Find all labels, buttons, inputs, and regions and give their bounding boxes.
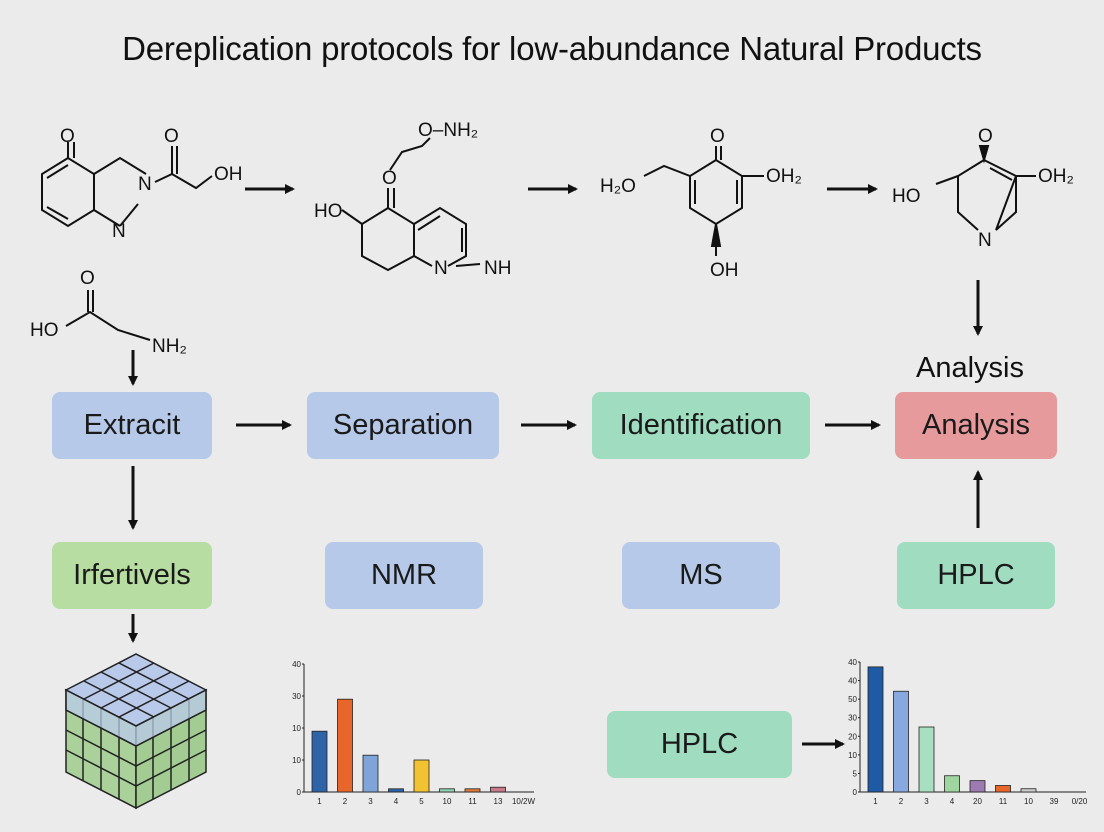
m5-o: O: [80, 268, 95, 289]
m4-n: N: [978, 230, 992, 251]
y-tick-label: 40: [292, 660, 301, 669]
y-tick-label: 5: [853, 769, 858, 778]
m1-o1: O: [60, 126, 75, 147]
m2-o: O: [382, 168, 397, 189]
x-tick-label: 11: [999, 797, 1008, 806]
m5-ho: HO: [30, 320, 59, 341]
inferrtivels-label: Irfertivels: [73, 559, 191, 591]
bar-1: [311, 730, 328, 793]
m3-oh2: OH₂: [766, 166, 802, 187]
x-tick-label: 1: [873, 797, 878, 806]
bar-4: [944, 775, 960, 793]
bar-11: [464, 788, 481, 793]
separation-box: Separation: [307, 392, 499, 459]
m5-nh2: NH₂: [152, 336, 187, 357]
y-tick-label: 0: [297, 788, 302, 797]
bar-1: [867, 666, 884, 793]
m1-o2: O: [164, 126, 179, 147]
inferrtivels-box: Irfertivels: [52, 542, 212, 609]
m2-onh2: O–NH₂: [418, 120, 478, 141]
molecule-3: [643, 146, 764, 256]
x-tick-label: 3: [924, 797, 929, 806]
m2-nh: NH: [484, 258, 511, 279]
x-tick-label: 10/2W: [512, 797, 536, 806]
molecule-2: [341, 137, 481, 272]
bar-chart-1: 0 10 10 30 40 1 2 3 4 5 10 11 13 10/2W: [292, 660, 536, 806]
m4-ho: HO: [892, 186, 921, 207]
y-tick-label: 50: [848, 695, 857, 704]
bar-13: [490, 786, 506, 793]
bar-2: [337, 698, 353, 793]
extract-label: Extracit: [83, 409, 181, 441]
bar-11: [995, 785, 1011, 793]
x-tick-label: 5: [419, 797, 424, 806]
hplc-box: HPLC: [897, 542, 1055, 609]
diagram-title: Dereplication protocols for low-abundanc…: [122, 30, 982, 67]
y-tick-label: 20: [848, 732, 857, 741]
y-tick-label: 40: [848, 658, 857, 667]
nmr-box: NMR: [325, 542, 483, 609]
m3-o: O: [710, 126, 725, 147]
data-cube-icon: [64, 653, 208, 810]
bar-chart-2: 0 5 10 20 30 50 40 40 1 2 3 4 20 11 10 39 0/20: [848, 658, 1088, 806]
y-tick-label: 30: [848, 714, 857, 723]
analysis-box: Analysis: [895, 392, 1057, 459]
bar-10: [1020, 788, 1037, 793]
identification-label: Identification: [619, 409, 783, 441]
m1-n1: N: [138, 174, 152, 195]
m2-n: N: [434, 258, 448, 279]
x-tick-label: 4: [950, 797, 955, 806]
y-tick-label: 0: [853, 788, 858, 797]
y-tick-label: 30: [292, 692, 301, 701]
y-tick-label: 10: [292, 724, 301, 733]
x-tick-label: 11: [468, 797, 477, 806]
molecule-1: [41, 142, 213, 228]
analysis-label: Analysis: [922, 409, 1030, 441]
m3-oh: OH: [710, 260, 739, 281]
x-tick-label: 3: [368, 797, 373, 806]
x-tick-label: 0/20: [1072, 797, 1088, 806]
ms-box: MS: [622, 542, 780, 609]
ms-label: MS: [679, 559, 723, 591]
m3-h2o: H₂O: [600, 176, 636, 197]
x-tick-label: 10: [1024, 797, 1033, 806]
y-tick-label: 40: [848, 677, 857, 686]
x-tick-label: 2: [899, 797, 904, 806]
x-tick-label: 39: [1050, 797, 1059, 806]
analysis-heading: Analysis: [916, 352, 1024, 384]
y-tick-label: 10: [848, 751, 857, 760]
bar-2: [893, 690, 909, 793]
bar-4: [388, 788, 404, 793]
hplc-label-2: HPLC: [660, 728, 739, 760]
m4-oh2: OH₂: [1038, 166, 1074, 187]
molecule-4: [935, 145, 1036, 231]
x-tick-label: 4: [394, 797, 399, 806]
x-tick-label: 1: [317, 797, 322, 806]
hplc-box-2: HPLC: [607, 711, 792, 778]
m4-o: O: [978, 126, 993, 147]
x-tick-label: 2: [343, 797, 348, 806]
bar-5: [413, 759, 430, 793]
m1-n2: N: [112, 221, 126, 242]
molecule-5: [65, 290, 151, 341]
extract-box: Extracit: [52, 392, 212, 459]
x-tick-label: 20: [973, 797, 982, 806]
m2-ho: HO: [314, 201, 343, 222]
hplc-label: HPLC: [937, 559, 1015, 591]
y-tick-label: 10: [292, 756, 301, 765]
bar-20: [969, 780, 986, 793]
bar-3: [362, 754, 379, 793]
separation-label: Separation: [332, 409, 474, 441]
x-tick-label: 10: [443, 797, 452, 806]
bar-3: [918, 726, 935, 793]
nmr-label: NMR: [370, 559, 438, 591]
identification-box: Identification: [592, 392, 810, 459]
bar-10: [439, 788, 455, 793]
x-tick-label: 13: [494, 797, 503, 806]
m1-oh: OH: [214, 164, 243, 185]
